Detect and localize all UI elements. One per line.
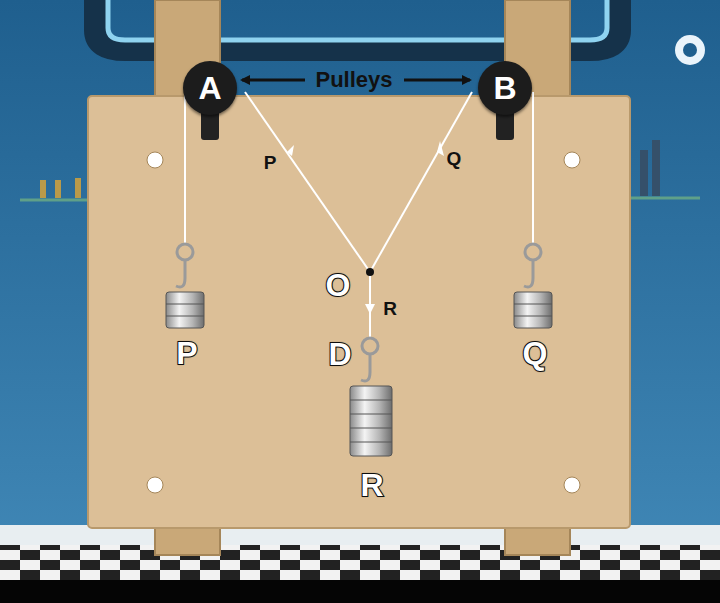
shelf [20,199,90,202]
lab-wall [0,0,720,545]
tension-arrow [287,145,294,156]
string [185,92,533,338]
shelf-item [640,150,648,196]
logo [683,43,697,57]
slotted-weight [350,386,392,456]
board-hole [564,152,580,168]
shelf [630,197,700,200]
floor [0,545,720,580]
pulley-letter: B [493,72,516,104]
floor-edge [0,580,720,603]
tension-arrow [365,304,375,314]
drawing-board [88,96,630,528]
board-hole [147,152,163,168]
force-label: R [383,299,397,318]
shelf-item [652,140,660,196]
hook-label: D [328,338,351,370]
board-hole [147,477,163,493]
shelf-item [75,178,81,198]
force-label: Q [447,149,462,168]
point-label: O [326,269,351,301]
pointer-arrow [242,79,305,82]
board-hole [564,477,580,493]
point-o [366,268,374,276]
pointer-arrow [404,79,470,82]
force-label: P [264,153,277,172]
weight-label: P [176,337,197,369]
pulley: A [183,61,237,115]
pulley: B [478,61,532,115]
weight-label: Q [523,337,548,369]
slotted-weight [514,292,552,328]
hook [176,244,541,381]
slotted-weight [166,292,204,328]
logo [675,35,705,65]
pulley-letter: A [198,72,221,104]
heading-label: Pulleys [315,69,392,91]
weight-label: R [360,469,383,501]
shelf-item [40,180,46,198]
shelf-item [55,180,61,198]
tension-arrow [437,141,444,156]
